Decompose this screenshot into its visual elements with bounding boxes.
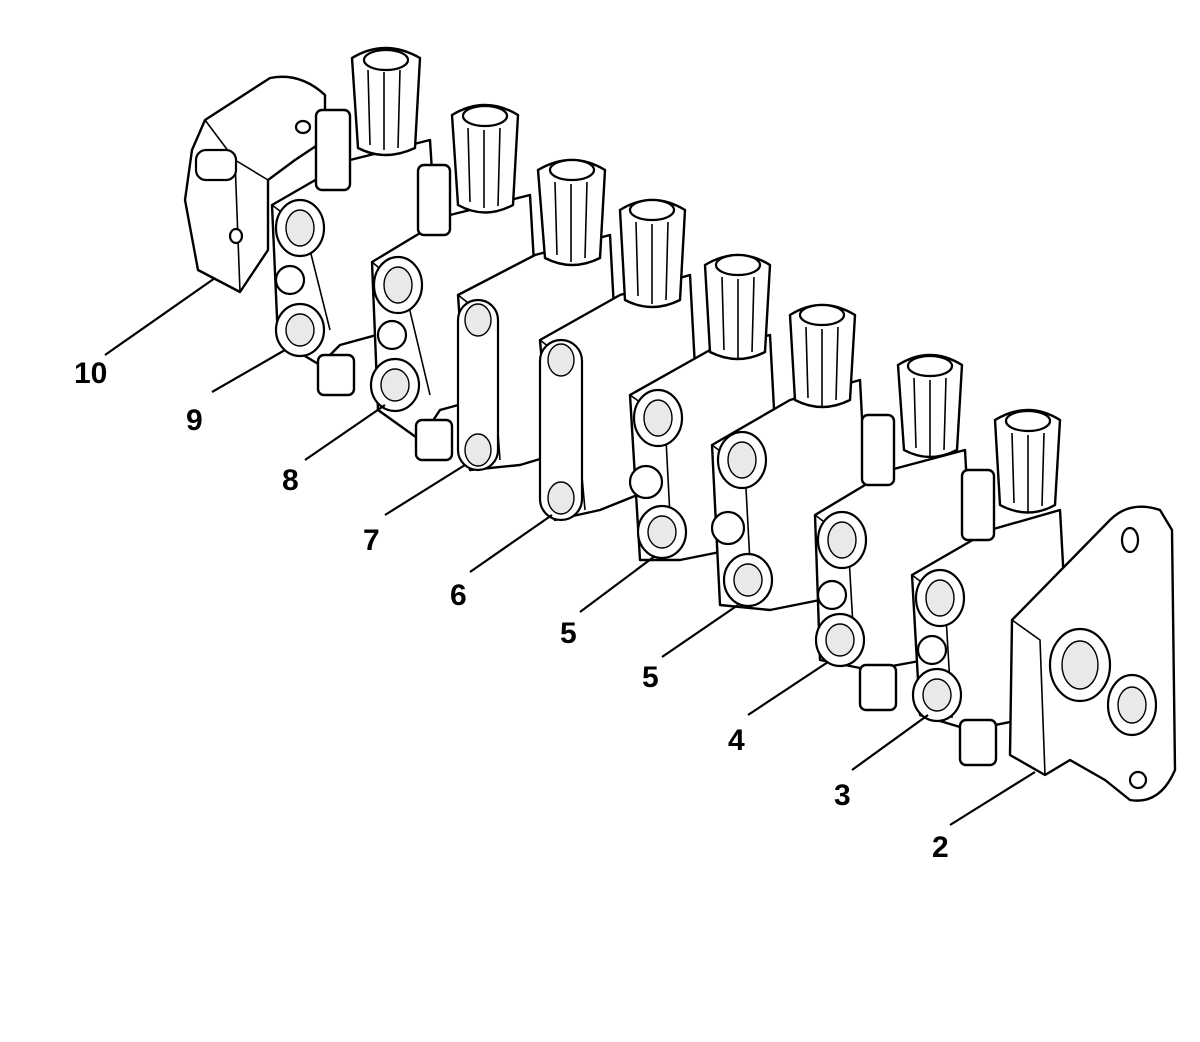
callout-10: 10 <box>74 357 107 390</box>
callout-7: 7 <box>363 524 380 557</box>
leader-3 <box>851 714 929 771</box>
callout-5a: 5 <box>560 617 577 650</box>
callout-3: 3 <box>834 779 851 812</box>
leader-7 <box>384 464 466 516</box>
leader-10 <box>104 277 216 356</box>
callout-5b: 5 <box>642 661 659 694</box>
leader-8 <box>304 404 386 461</box>
leader-6 <box>469 514 553 573</box>
callout-4: 4 <box>728 724 745 757</box>
callout-9: 9 <box>186 404 203 437</box>
callout-2: 2 <box>932 831 949 864</box>
leader-2 <box>949 771 1036 826</box>
leader-5a <box>579 555 656 613</box>
leader-lines <box>104 277 1036 826</box>
leader-5b <box>661 604 739 658</box>
end-cover-10 <box>183 75 327 294</box>
callout-8: 8 <box>282 464 299 497</box>
section-5a <box>628 253 782 562</box>
leader-4 <box>747 661 829 716</box>
callout-6: 6 <box>450 579 467 612</box>
end-plate-2 <box>1008 505 1177 802</box>
callout-labels: 10 9 8 7 6 5 5 4 3 2 <box>74 357 949 864</box>
leader-9 <box>211 349 286 393</box>
